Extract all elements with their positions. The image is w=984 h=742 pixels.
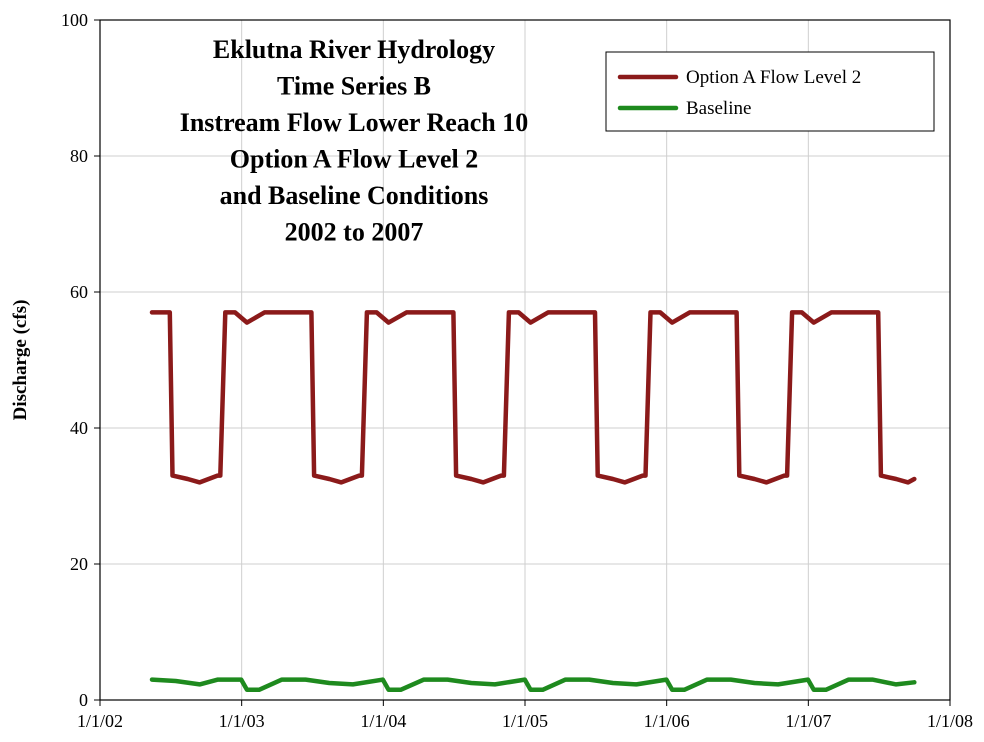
x-tick-label: 1/1/03 (219, 711, 265, 731)
legend-label-0: Option A Flow Level 2 (686, 67, 861, 88)
legend-box (605, 51, 935, 132)
chart-title-line: Option A Flow Level 2 (230, 145, 478, 174)
x-tick-label: 1/1/04 (360, 711, 406, 731)
legend-label-1: Baseline (686, 98, 751, 119)
y-tick-label: 80 (70, 146, 88, 166)
chart-title-line: Instream Flow Lower Reach 10 (180, 108, 529, 137)
y-tick-label: 20 (70, 554, 88, 574)
x-tick-label: 1/1/05 (502, 711, 548, 731)
y-tick-label: 0 (79, 690, 88, 710)
x-tick-label: 1/1/08 (927, 711, 973, 731)
series-line-0 (149, 310, 917, 485)
y-tick-label: 60 (70, 282, 88, 302)
chart-title-line: and Baseline Conditions (220, 181, 489, 210)
y-tick-label: 40 (70, 418, 88, 438)
chart-title-line: 2002 to 2007 (285, 218, 424, 247)
series-layer (149, 310, 917, 693)
chart-title-line: Eklutna River Hydrology (213, 35, 495, 64)
x-tick-label: 1/1/06 (644, 711, 690, 731)
x-tick-label: 1/1/02 (77, 711, 123, 731)
x-tick-label: 1/1/07 (785, 711, 831, 731)
y-tick-label: 100 (61, 10, 88, 30)
y-axis-title: Discharge (cfs) (10, 300, 31, 421)
legend: Option A Flow Level 2 Baseline (605, 51, 935, 132)
chart-title-line: Time Series B (277, 72, 431, 101)
series-line-1 (149, 677, 917, 693)
x-tick-labels: 1/1/02 1/1/03 1/1/04 1/1/05 1/1/06 1/1/07 1/1/… (77, 711, 973, 731)
plot-area-border (99, 19, 951, 701)
y-tick-labels: 0 20 40 60 80 100 (61, 10, 88, 710)
